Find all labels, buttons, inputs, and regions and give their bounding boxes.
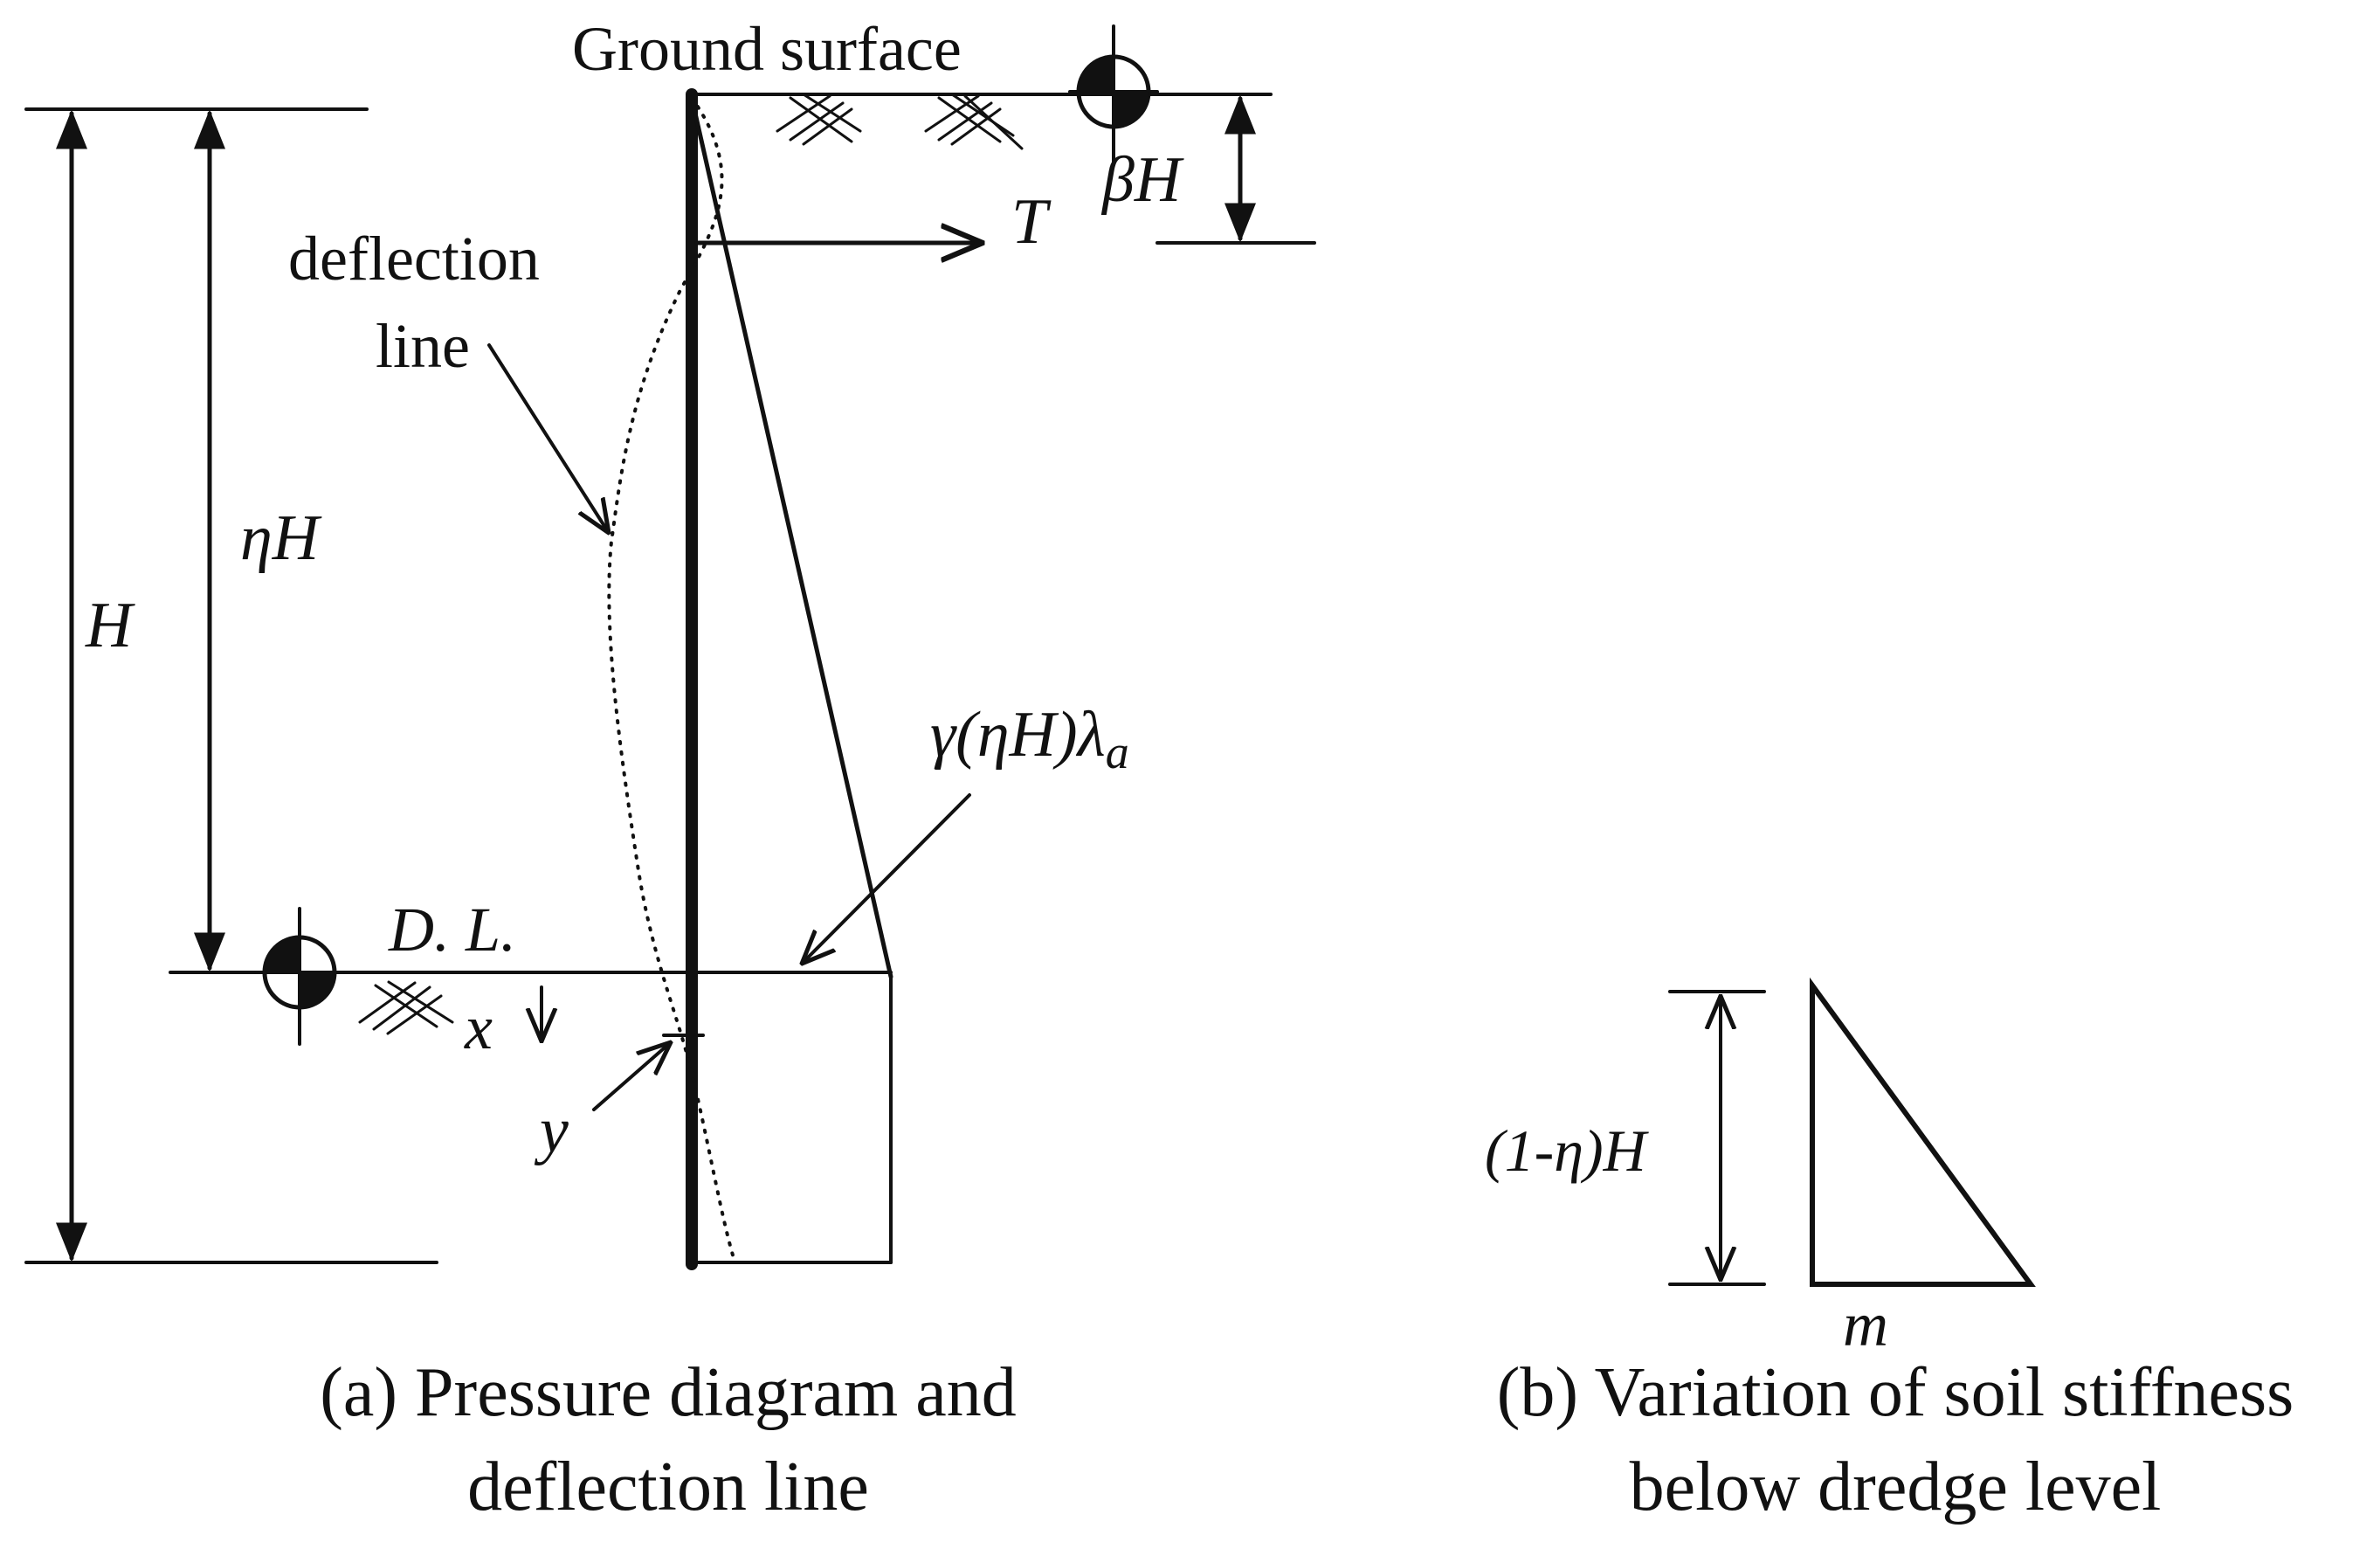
pressure-value-leader-arrow: [802, 793, 971, 964]
h-label: H: [85, 590, 135, 661]
water-level-symbol-top: [1068, 24, 1159, 163]
deflection-line-leader-arrow: [487, 343, 609, 533]
stiffness-m-label: m: [1843, 1290, 1888, 1359]
dredge-level-label: D. L.: [388, 895, 516, 965]
caption-b-line1: (b) Variation of soil stiffness: [1497, 1354, 2294, 1431]
deflection-line-label-line1: deflection: [288, 224, 540, 294]
caption-a-line2: deflection line: [467, 1449, 869, 1525]
caption-b-line2: below dredge level: [1630, 1449, 2162, 1525]
pressure-diagram-sloped-line: [689, 95, 893, 979]
deflection-line-curve: [607, 96, 735, 1260]
deflection-line-label-line2: line: [376, 311, 470, 381]
ground-hatch-marks: [776, 93, 1024, 150]
eta-h-label: ηH: [240, 502, 322, 574]
anchor-force-label: T: [1011, 186, 1052, 258]
x-axis-label: x: [464, 992, 493, 1062]
stiffness-triangle: [1810, 977, 2036, 1287]
y-deflection-label: y: [534, 1095, 569, 1166]
dredge-hatch-marks: [358, 980, 454, 1035]
water-level-symbol-dredge: [254, 907, 345, 1046]
ground-surface-label: Ground surface: [572, 14, 962, 84]
beta-h-label: βH: [1100, 144, 1184, 216]
stiffness-depth-label: (1-η)H: [1485, 1117, 1650, 1184]
pressure-value-label: γ(ηH)λa: [930, 699, 1129, 778]
caption-a-line1: (a) Pressure diagram and: [320, 1354, 1016, 1431]
y-leader-arrow: [592, 1042, 671, 1111]
